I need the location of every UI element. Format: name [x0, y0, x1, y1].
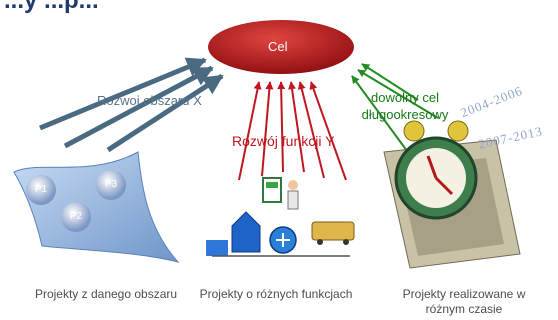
project-label-p2: P2: [69, 211, 83, 222]
function-clipart: [206, 177, 355, 257]
project-label-p3: P3: [104, 179, 118, 190]
clock-clipart: [383, 120, 521, 269]
area-arrows: [39, 57, 224, 153]
caption-time-projects: Projekty realizowane w różnym czasie: [402, 287, 526, 316]
bus-icon: [311, 221, 355, 241]
project-ball-p2: [61, 202, 91, 232]
building-icon: [231, 211, 261, 253]
presentation-board-icon: [262, 177, 282, 203]
function-arrow-3: [277, 81, 286, 173]
function-arrow-1: [238, 81, 262, 181]
project-ball-p3: [96, 170, 126, 200]
long-term-goal-label: dowolny cel długookresowy: [361, 90, 449, 122]
area-arrow-1: [39, 57, 207, 131]
time-arrow-2: [357, 69, 439, 119]
function-arrow-6: [309, 81, 347, 181]
time-arrow-3: [351, 75, 411, 156]
caption-area-projects: Projekty z danego obszaru: [34, 287, 178, 301]
project-label-p1: P1: [34, 184, 48, 195]
area-arrow-2: [63, 65, 214, 149]
caption-function-projects: Projekty o różnych funkcjach: [199, 287, 353, 301]
area-blob: [13, 151, 180, 263]
function-arrow-2: [261, 81, 274, 177]
slide-title: ...y ...p...: [4, 0, 99, 14]
time-arrow-1: [361, 63, 419, 101]
area-arrow-3: [106, 73, 224, 153]
presenter-icon: [288, 180, 298, 190]
goal-node: [208, 20, 354, 74]
area-development-label: Rozwoj obszaru X: [97, 93, 202, 108]
time-arrows: [351, 63, 439, 156]
function-arrow-5: [297, 81, 325, 179]
function-development-label: Rozwój funkcji Y: [232, 133, 335, 149]
project-ball-p1: [26, 175, 56, 205]
function-arrows: [238, 81, 347, 181]
function-arrow-4: [288, 81, 305, 173]
goal-label: Cel: [268, 39, 288, 54]
